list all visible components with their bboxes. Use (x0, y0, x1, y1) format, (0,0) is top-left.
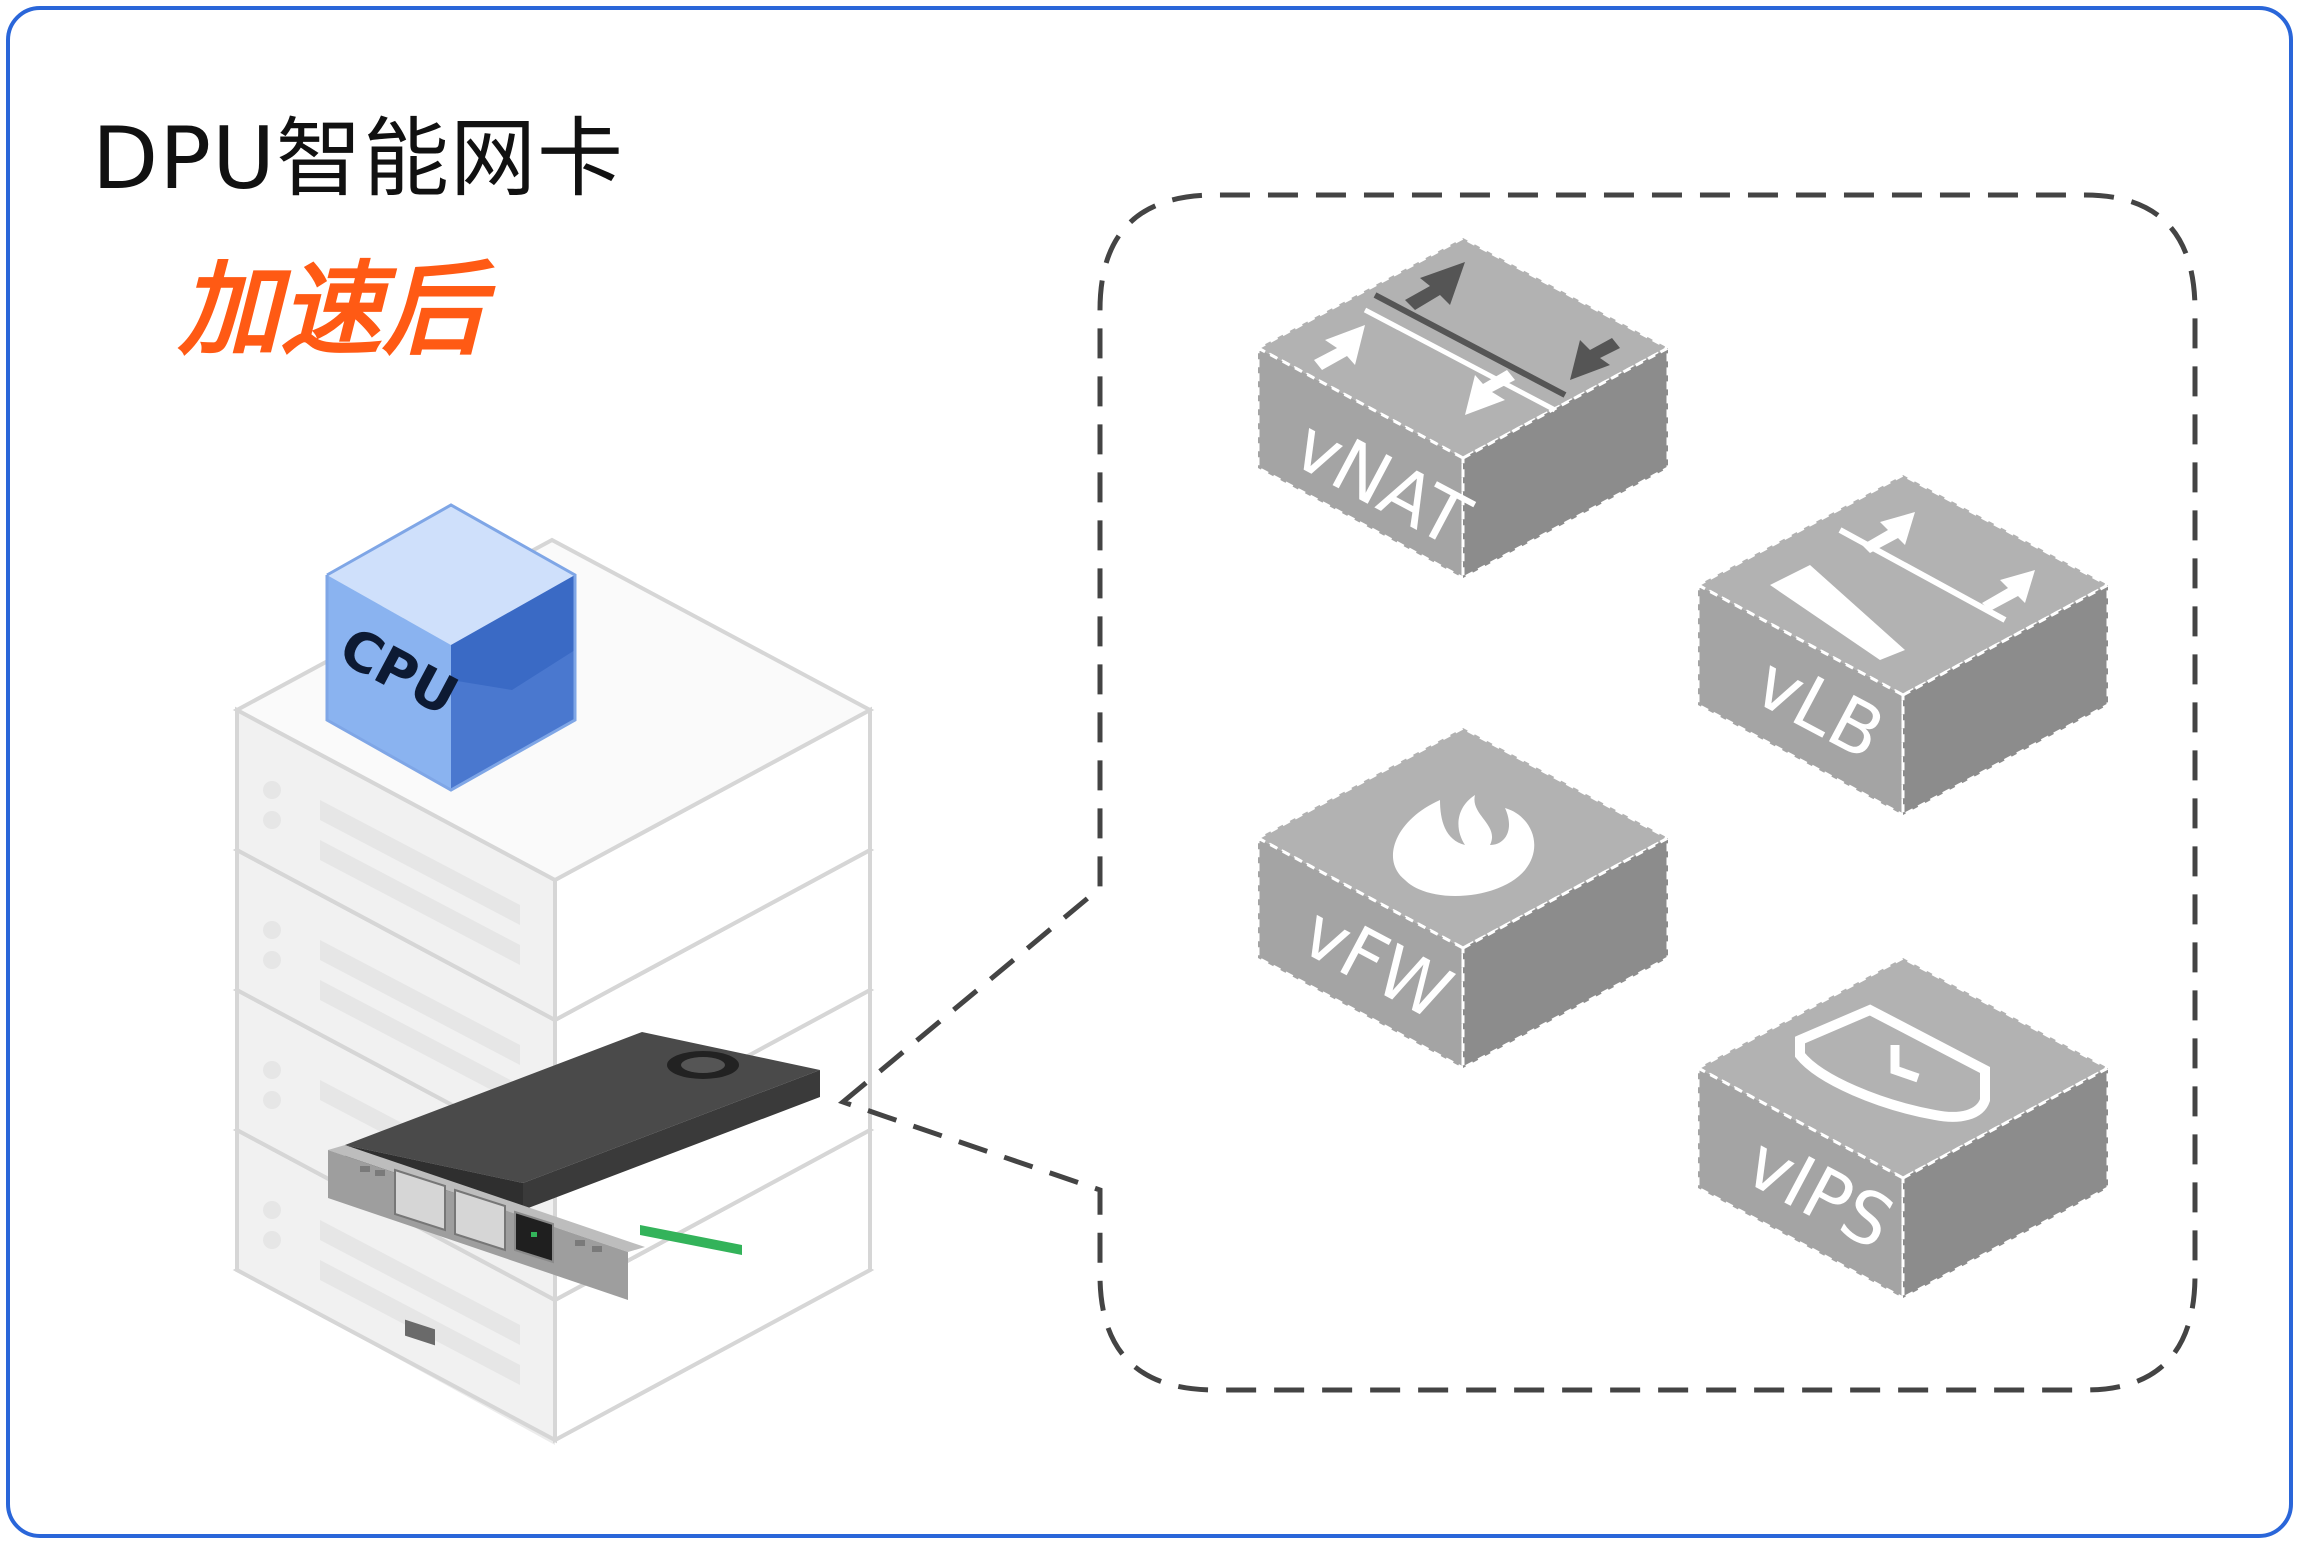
page-title: DPU智能网卡 (92, 109, 625, 209)
shield-icon (1795, 1004, 1990, 1122)
cpu-cube-icon: CPU (325, 503, 577, 792)
function-block-vnat: vNAT (1254, 236, 1672, 581)
function-block-vlb: vLB (1694, 473, 2112, 818)
server-front-details (263, 781, 520, 1385)
page-subtitle: 加速后 (178, 251, 484, 370)
callout-bubble (837, 192, 2198, 1393)
load-balancer-icon (1770, 512, 2035, 660)
outer-frame (6, 6, 2293, 1538)
function-block-vfw: vFW (1254, 726, 1672, 1071)
dpu-network-card-icon (328, 1032, 820, 1346)
firewall-flame-icon (1392, 795, 1535, 897)
function-block-vips: vIPS (1694, 956, 2112, 1301)
nat-arrows-icon (1314, 262, 1620, 415)
